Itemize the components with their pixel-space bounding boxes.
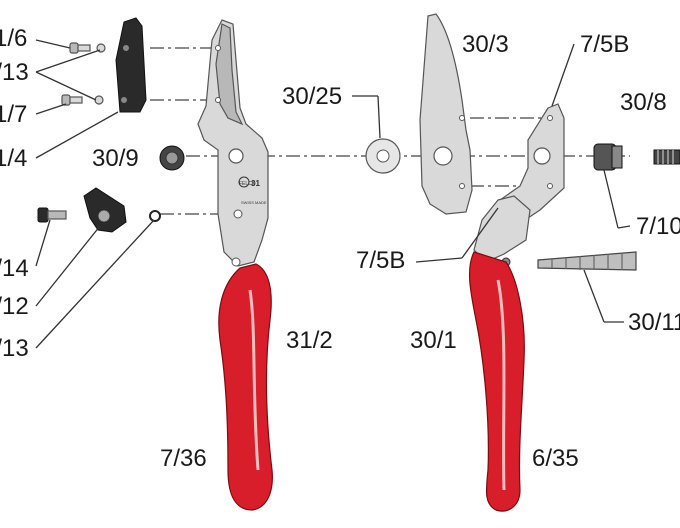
label-7-13-b: 7/13 (0, 335, 29, 362)
label-7-13-a: 7/13 (0, 59, 29, 86)
label-30-11: 30/11 (628, 309, 680, 336)
part-labels: 1/6 7/13 1/7 1/4 30/9 7/14 7/12 7/13 31/… (0, 25, 680, 472)
anvil-plate-1-4 (115, 17, 147, 113)
label-7-10: 7/10 (636, 213, 680, 240)
label-7-5b-mid: 7/5B (356, 247, 405, 274)
bolt-1-7 (61, 94, 104, 106)
label-7-36: 7/36 (160, 445, 207, 472)
label-7-14: 7/14 (0, 255, 29, 282)
label-30-8: 30/8 (620, 89, 667, 116)
sleeve-30-8 (593, 143, 623, 171)
left-handle-7-36 (218, 263, 273, 511)
label-7-12: 7/12 (0, 293, 29, 320)
washer-30-25 (365, 138, 401, 174)
stamp-origin: SWISS MADE (241, 200, 267, 205)
label-1-6: 1/6 (0, 25, 27, 52)
spring-7-10 (653, 149, 680, 165)
stamp-brand: FELCO (239, 181, 256, 187)
left-upper-blade-31-2 (197, 19, 269, 267)
screw-7-14 (37, 207, 67, 223)
label-30-1: 30/1 (410, 327, 457, 354)
right-handle-6-35 (468, 251, 525, 512)
label-30-25: 30/25 (282, 83, 342, 110)
label-6-35: 6/35 (532, 445, 579, 472)
leader-lines (35, 39, 631, 349)
cone-spring-30-11 (537, 251, 637, 271)
nut-30-9 (159, 145, 185, 171)
stamp-model: 31 (251, 179, 260, 188)
label-1-4: 1/4 (0, 145, 27, 172)
label-7-5b-top: 7/5B (580, 31, 629, 58)
counter-blade-7-5b (499, 103, 565, 227)
label-30-9: 30/9 (92, 145, 139, 172)
lower-head-7-5b (473, 195, 531, 267)
label-1-7: 1/7 (0, 101, 27, 128)
washer-7-13-b (149, 210, 161, 222)
bolt-1-6 (69, 42, 106, 54)
stamp-felco-31: FELCO 31 SWISS MADE (238, 176, 267, 205)
catch-7-12 (83, 187, 127, 233)
label-31-2: 31/2 (286, 327, 333, 354)
label-30-3: 30/3 (462, 31, 509, 58)
cutting-blade-30-3 (419, 13, 473, 215)
